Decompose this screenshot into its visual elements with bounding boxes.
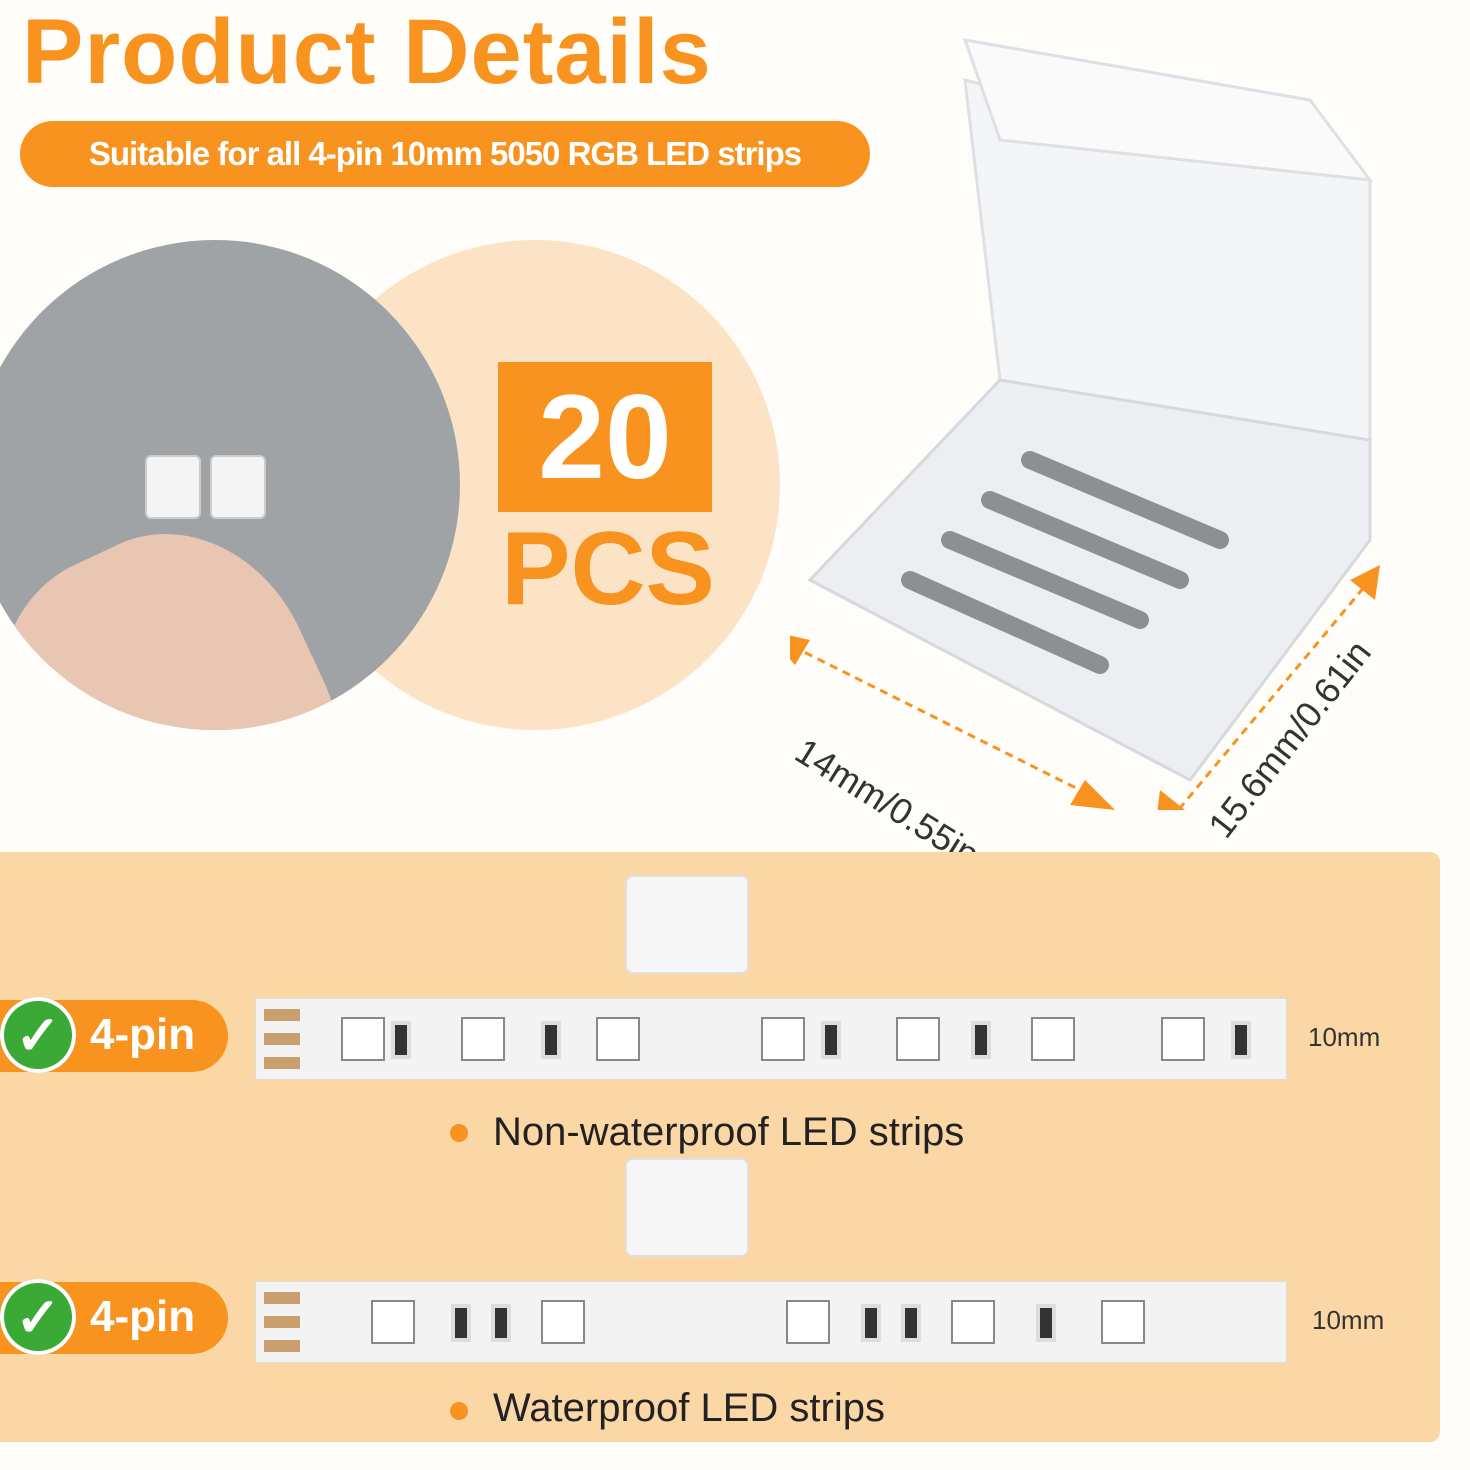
strip-width: 10mm: [1312, 1305, 1385, 1335]
pin-label: 4-pin: [90, 1292, 196, 1341]
resistor: [451, 1304, 471, 1342]
resistor: [1231, 1021, 1251, 1059]
solder-pad: [264, 1009, 300, 1021]
pin-label: 4-pin: [90, 1010, 196, 1059]
hand-image: [0, 490, 396, 730]
resistor: [491, 1304, 511, 1342]
checkmark-icon: ✓: [0, 997, 76, 1073]
led-chip: [341, 1017, 385, 1061]
resistor: [1036, 1304, 1056, 1342]
led-chip: [786, 1300, 830, 1344]
connector-photo: [145, 455, 201, 519]
resistor: [901, 1304, 921, 1342]
led-chip: [371, 1300, 415, 1344]
bullet-icon: [450, 1402, 468, 1420]
resistor: [821, 1021, 841, 1059]
led-chip: [596, 1017, 640, 1061]
subtitle-banner: Suitable for all 4-pin 10mm 5050 RGB LED…: [20, 121, 870, 187]
solder-pad: [264, 1340, 300, 1352]
led-strip-non-waterproof: [255, 998, 1287, 1080]
connector-photo: [210, 455, 266, 519]
quantity-unit: PCS: [501, 511, 715, 627]
checkmark-icon: ✓: [0, 1279, 76, 1355]
strip-width: 10mm: [1308, 1022, 1381, 1052]
resistor: [391, 1021, 411, 1059]
hand-photo: [0, 240, 460, 730]
resistor: [971, 1021, 991, 1059]
solder-pad: [264, 1292, 300, 1304]
resistor: [541, 1021, 561, 1059]
led-chip: [1031, 1017, 1075, 1061]
strip-caption: Non-waterproof LED strips: [493, 1110, 965, 1154]
led-strip-waterproof: [255, 1281, 1287, 1363]
strip-caption: Waterproof LED strips: [493, 1386, 885, 1430]
solder-pad: [264, 1316, 300, 1328]
led-chip: [1161, 1017, 1205, 1061]
led-chip: [1101, 1300, 1145, 1344]
bullet-icon: [450, 1124, 468, 1142]
led-chip: [951, 1300, 995, 1344]
connector-clip: [625, 875, 749, 974]
connector-illustration: [790, 38, 1380, 810]
led-chip: [896, 1017, 940, 1061]
connector-clip: [625, 1158, 749, 1257]
solder-pad: [264, 1057, 300, 1069]
led-chip: [541, 1300, 585, 1344]
led-chip: [761, 1017, 805, 1061]
resistor: [861, 1304, 881, 1342]
page-title: Product Details: [22, 1, 712, 103]
solder-pad: [264, 1033, 300, 1045]
quantity-number: 20: [498, 362, 712, 512]
led-chip: [461, 1017, 505, 1061]
